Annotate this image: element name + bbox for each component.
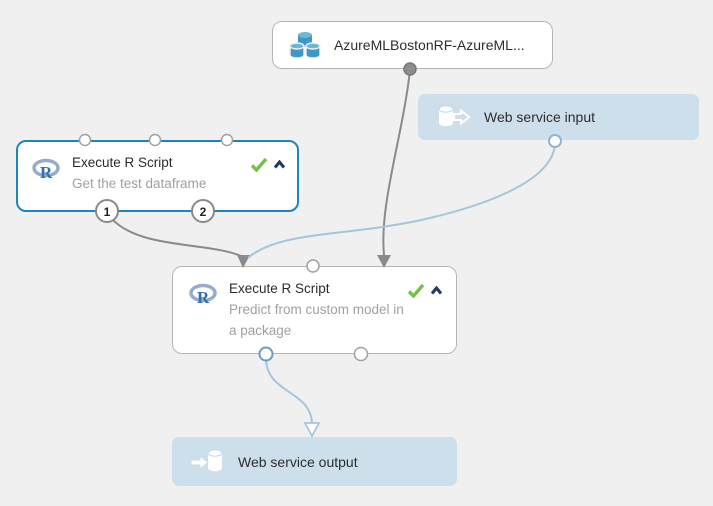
r-logo-icon: R: [189, 283, 217, 307]
dataset-icon: [289, 32, 321, 59]
edge-execute-r-2-to-web-service-output[interactable]: [265, 359, 313, 424]
web-service-output-label: Web service output: [238, 453, 358, 470]
web-service-output-icon: [190, 448, 223, 471]
node-execute-r-script-1[interactable]: R Execute R Script Get the test datafram…: [16, 140, 299, 212]
node-web-service-output[interactable]: Web service output: [172, 437, 457, 486]
node-title: Execute R Script: [72, 155, 173, 170]
edge-dataset-to-execute-r-2[interactable]: [382, 69, 411, 256]
node-dataset[interactable]: AzureMLBostonRF-AzureML...: [272, 21, 553, 69]
web-service-input-label: Web service input: [484, 109, 596, 125]
node-title: Execute R Script: [229, 281, 330, 296]
svg-text:R: R: [40, 163, 53, 182]
node-subtitle: Get the test dataframe: [72, 176, 207, 191]
web-service-input-icon: [438, 105, 471, 127]
svg-text:R: R: [197, 288, 210, 307]
checkmark-icon: [407, 283, 425, 298]
node-web-service-input[interactable]: Web service input: [418, 94, 699, 140]
edge-execute-r-1-to-execute-r-2[interactable]: [111, 218, 242, 257]
dataset-label: AzureMLBostonRF-AzureML...: [334, 37, 525, 53]
node-subtitle-line1: Predict from custom model in: [229, 302, 404, 317]
edge-output-arrowhead-icon: [303, 422, 321, 438]
node-execute-r-script-2[interactable]: R Execute R Script Predict from custom m…: [172, 266, 457, 354]
chevron-up-icon[interactable]: [273, 160, 286, 169]
chevron-up-icon[interactable]: [430, 286, 443, 295]
node-subtitle-line2: a package: [229, 323, 292, 338]
checkmark-icon: [250, 157, 268, 172]
r-logo-icon: R: [32, 158, 60, 182]
